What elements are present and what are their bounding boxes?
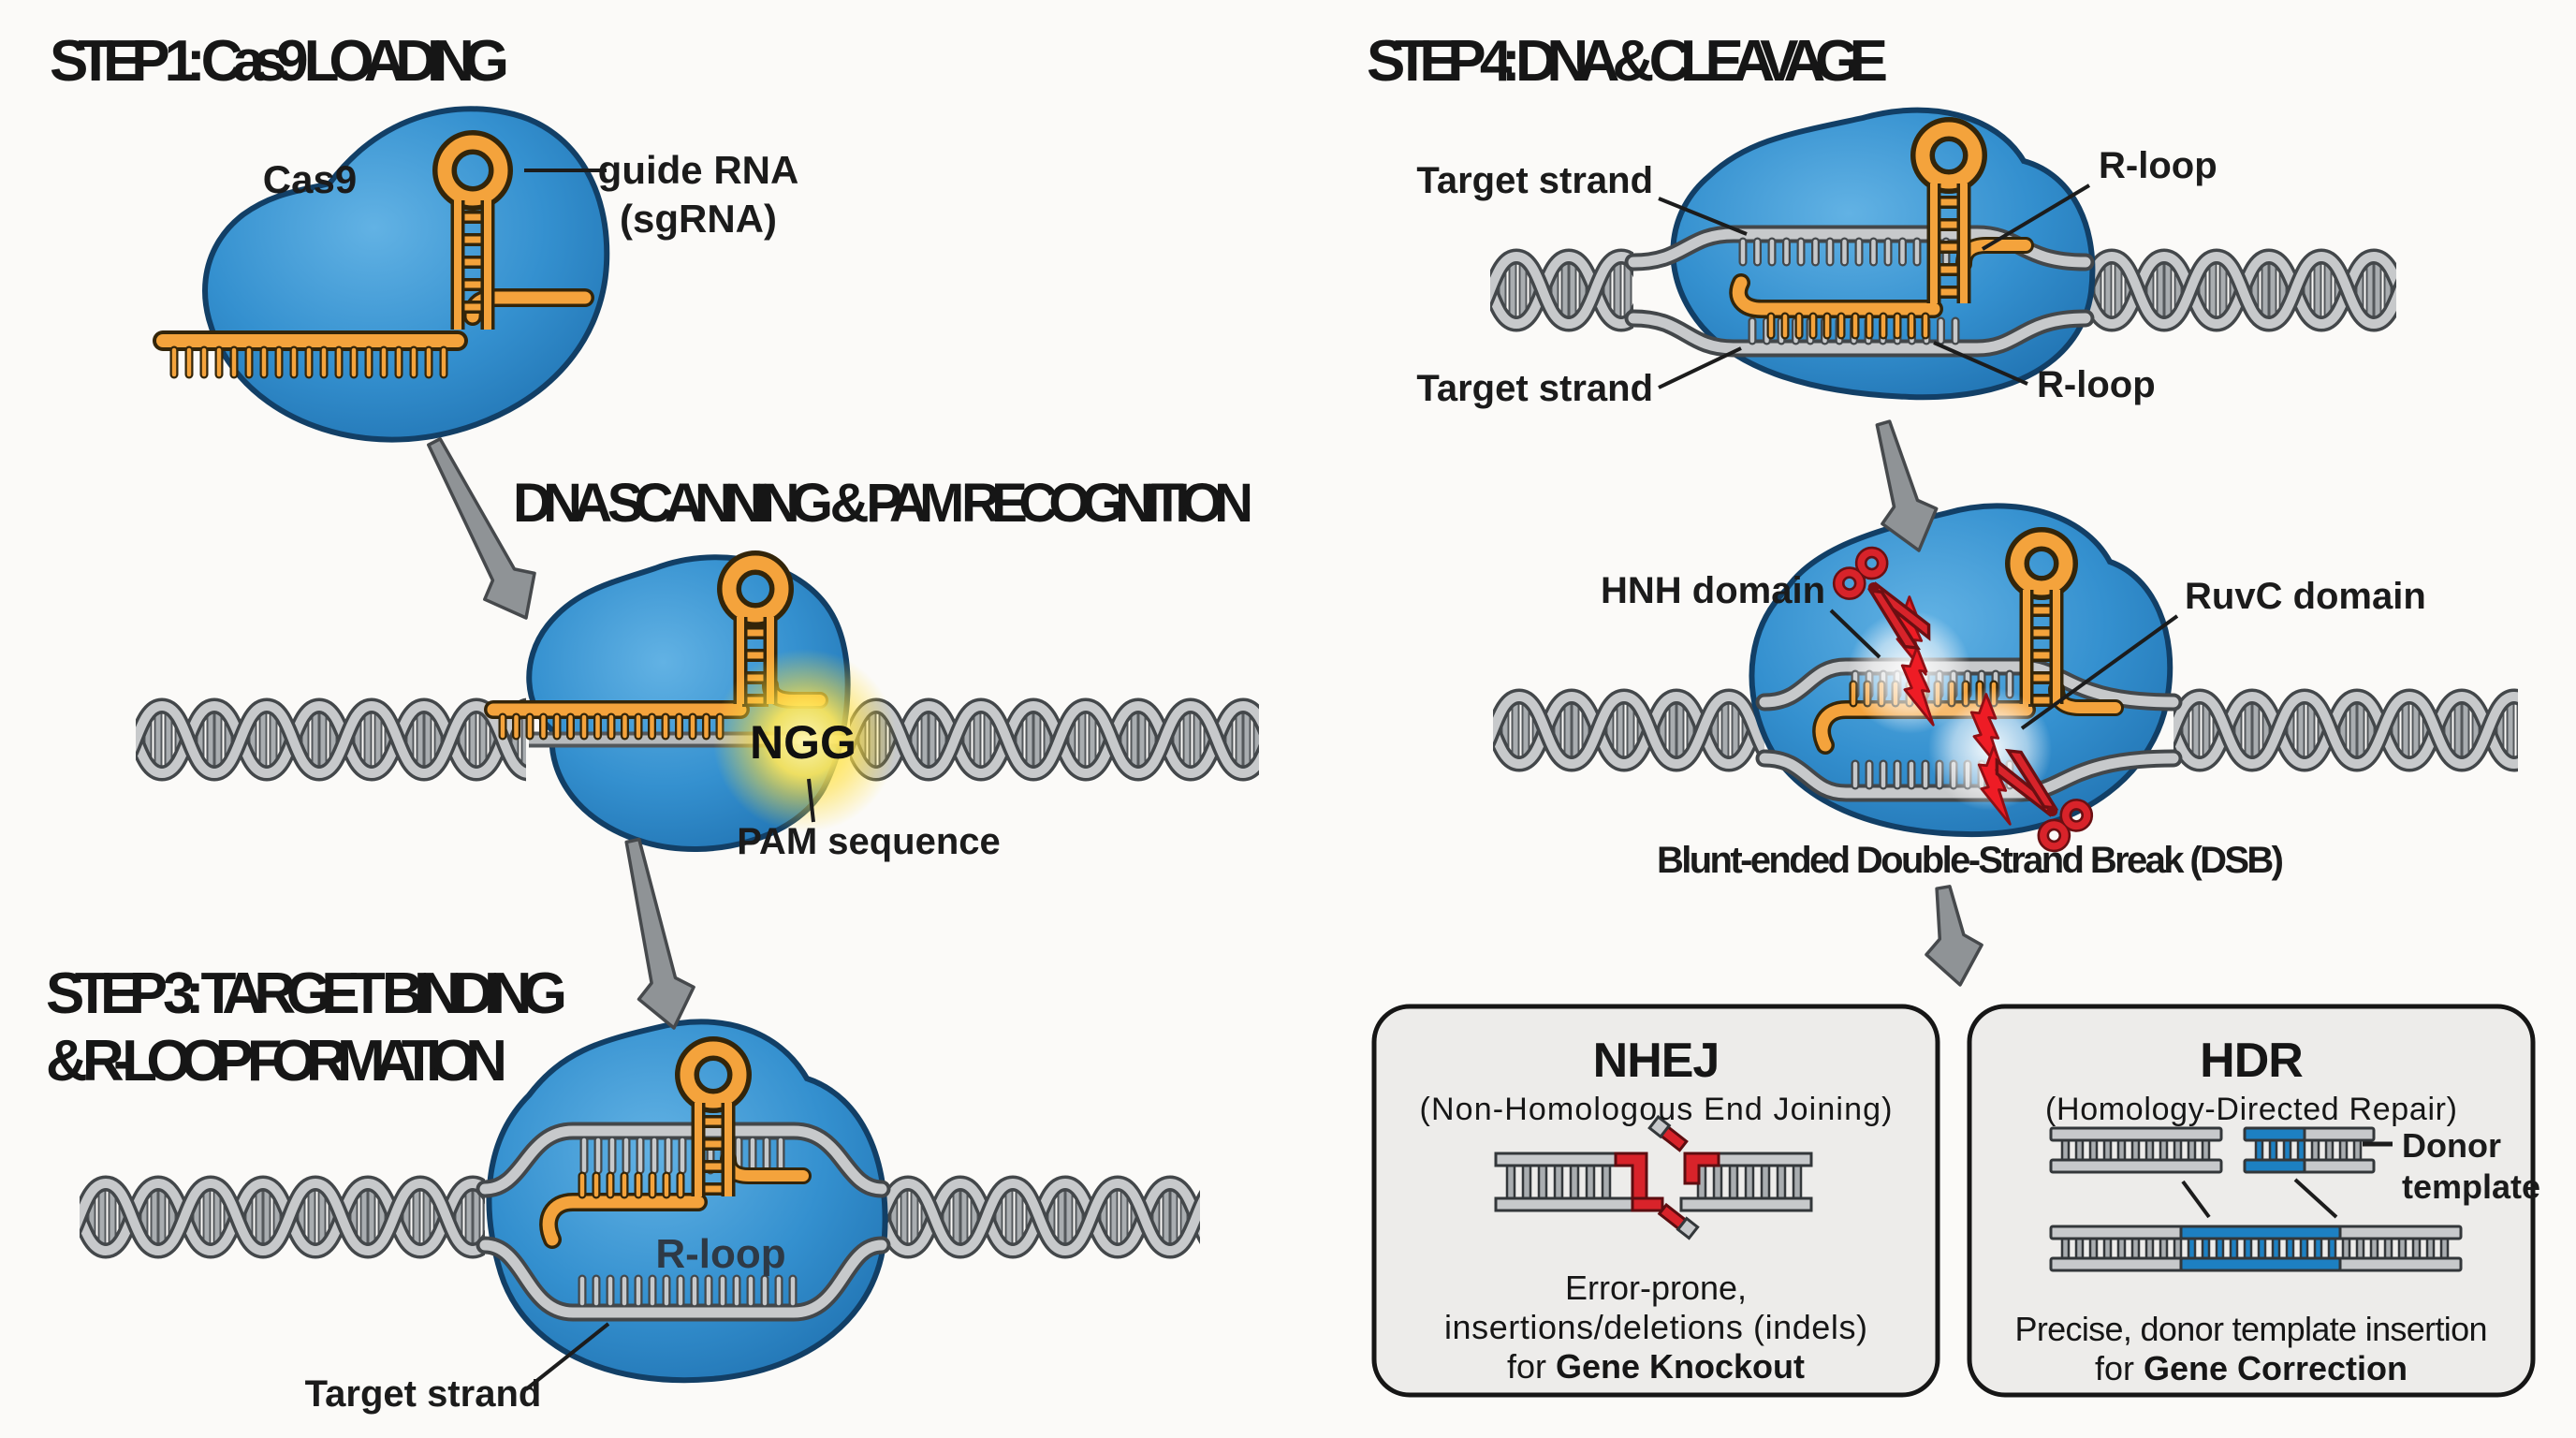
nhej-subtitle: (Non-Homologous End Joining) (1420, 1092, 1893, 1127)
dna-helix (1493, 688, 1764, 772)
hdr-box: HDR (Homology-Directed Repair) Donor tem… (1967, 1004, 2540, 1398)
hdr-converge-left (2181, 1180, 2211, 1219)
hdr-line2-prefix: for (2095, 1349, 2144, 1387)
flow-arrow (427, 437, 536, 620)
dna-helix (1490, 248, 1633, 332)
sgrna-step1 (153, 130, 594, 379)
target-strand-bottom-leader (1658, 346, 1742, 389)
nhej-line3: for Gene Knockout (1507, 1347, 1805, 1386)
rloop-top-label: R-loop (2099, 145, 2217, 186)
ngg-label: NGG (750, 716, 856, 769)
dsb-label: Blunt-ended Double-Strand Break (DSB) (1657, 840, 2284, 881)
target-strand-top-leader (1658, 197, 1748, 236)
rloop-structure-step4 (1624, 117, 2095, 358)
step4-title: STEP 4: DNA & CLEAVAGE (1367, 29, 1887, 94)
nhej-line2: insertions/deletions (indels) (1444, 1308, 1867, 1346)
hnh-domain-label: HNH domain (1601, 570, 1825, 611)
hdr-title: HDR (2200, 1034, 2303, 1088)
dna-helix (80, 1175, 485, 1259)
dna-helix (850, 697, 1259, 782)
guide-rna-label-line2: (sgRNA) (620, 197, 777, 241)
nhej-box: NHEJ (Non-Homologous End Joining) Error-… (1371, 1004, 1940, 1398)
target-strand-label-step3: Target strand (305, 1373, 542, 1415)
hdr-line1: Precise, donor template insertion (2015, 1310, 2488, 1348)
step2-panel: NGG DNA SCANNING & PAM RECOGNITION PAM s… (484, 473, 1253, 862)
dna-helix (882, 1175, 1200, 1259)
dna-helix (2174, 688, 2518, 772)
nhej-stub-top (1647, 1114, 1689, 1152)
rloop-bottom-leader (1933, 341, 2028, 386)
target-strand-leader-line (524, 1322, 610, 1391)
nhej-broken-dna (1494, 1114, 1813, 1240)
flow-arrow (1925, 885, 1983, 987)
rloop-bottom-label: R-loop (2037, 364, 2156, 405)
ruvc-leader (2020, 614, 2179, 730)
hdr-converge-right (2293, 1178, 2338, 1219)
step3-title-line2: & R-LOOP FORMATION (46, 1029, 506, 1093)
nhej-line3-prefix: for (1507, 1347, 1556, 1386)
cleavage-structure (1755, 527, 2183, 851)
cleavage-panel: HNH domain RuvC domain Blunt-ended Doubl… (1601, 503, 2426, 881)
dna-helix (136, 697, 526, 782)
step3-panel: R-loop STEP 3: TARGET BINDING & R-LOOP F… (46, 961, 891, 1415)
donor-template-label-line1: Donor (2402, 1126, 2501, 1165)
hdr-subtitle: (Homology-Directed Repair) (2045, 1092, 2457, 1127)
hdr-line2: for Gene Correction (2095, 1349, 2408, 1387)
flow-arrow (624, 837, 695, 1030)
step2-title: DNA SCANNING & PAM RECOGNITION (513, 473, 1252, 534)
step3-title-line1: STEP 3: TARGET BINDING (46, 961, 566, 1026)
nhej-title: NHEJ (1593, 1034, 1720, 1088)
rloop-structure-step3 (476, 1036, 891, 1322)
flow-arrow (1875, 419, 1939, 552)
pam-glow (713, 649, 897, 832)
hdr-box-frame (1967, 1004, 2536, 1398)
step1-panel: STEP 1: Cas9 LOADING Cas9 guide RNA (sgR… (50, 29, 799, 443)
nhej-stub-bottom (1657, 1202, 1700, 1240)
dna-double-helices (80, 248, 2518, 1259)
step4-panel: STEP 4: DNA & CLEAVAGE Target strand R-l… (1367, 29, 2217, 409)
target-strand-top-label: Target strand (1416, 160, 1653, 201)
guide-rna-label-line1: guide RNA (598, 148, 799, 192)
dna-helix (2086, 248, 2396, 332)
pam-leader-line (807, 778, 815, 823)
nhej-line1: Error-prone, (1565, 1269, 1747, 1307)
cas9-label: Cas9 (263, 157, 357, 201)
target-strand-bottom-label: Target strand (1416, 368, 1653, 409)
flow-arrows (427, 419, 1983, 1030)
nhej-line3-bold: Gene Knockout (1556, 1347, 1805, 1386)
hnh-leader (1829, 609, 1881, 659)
hdr-dna-ladders (2049, 1126, 2463, 1272)
rloop-inner-label: R-loop (655, 1231, 785, 1277)
donor-template-label-line2: template (2402, 1167, 2540, 1206)
pam-sequence-label: PAM sequence (737, 821, 1001, 862)
ruvc-domain-label: RuvC domain (2185, 576, 2426, 617)
rloop-top-leader (1981, 183, 2091, 251)
hdr-line2-bold: Gene Correction (2144, 1349, 2408, 1387)
step1-title: STEP 1: Cas9 LOADING (50, 29, 508, 94)
